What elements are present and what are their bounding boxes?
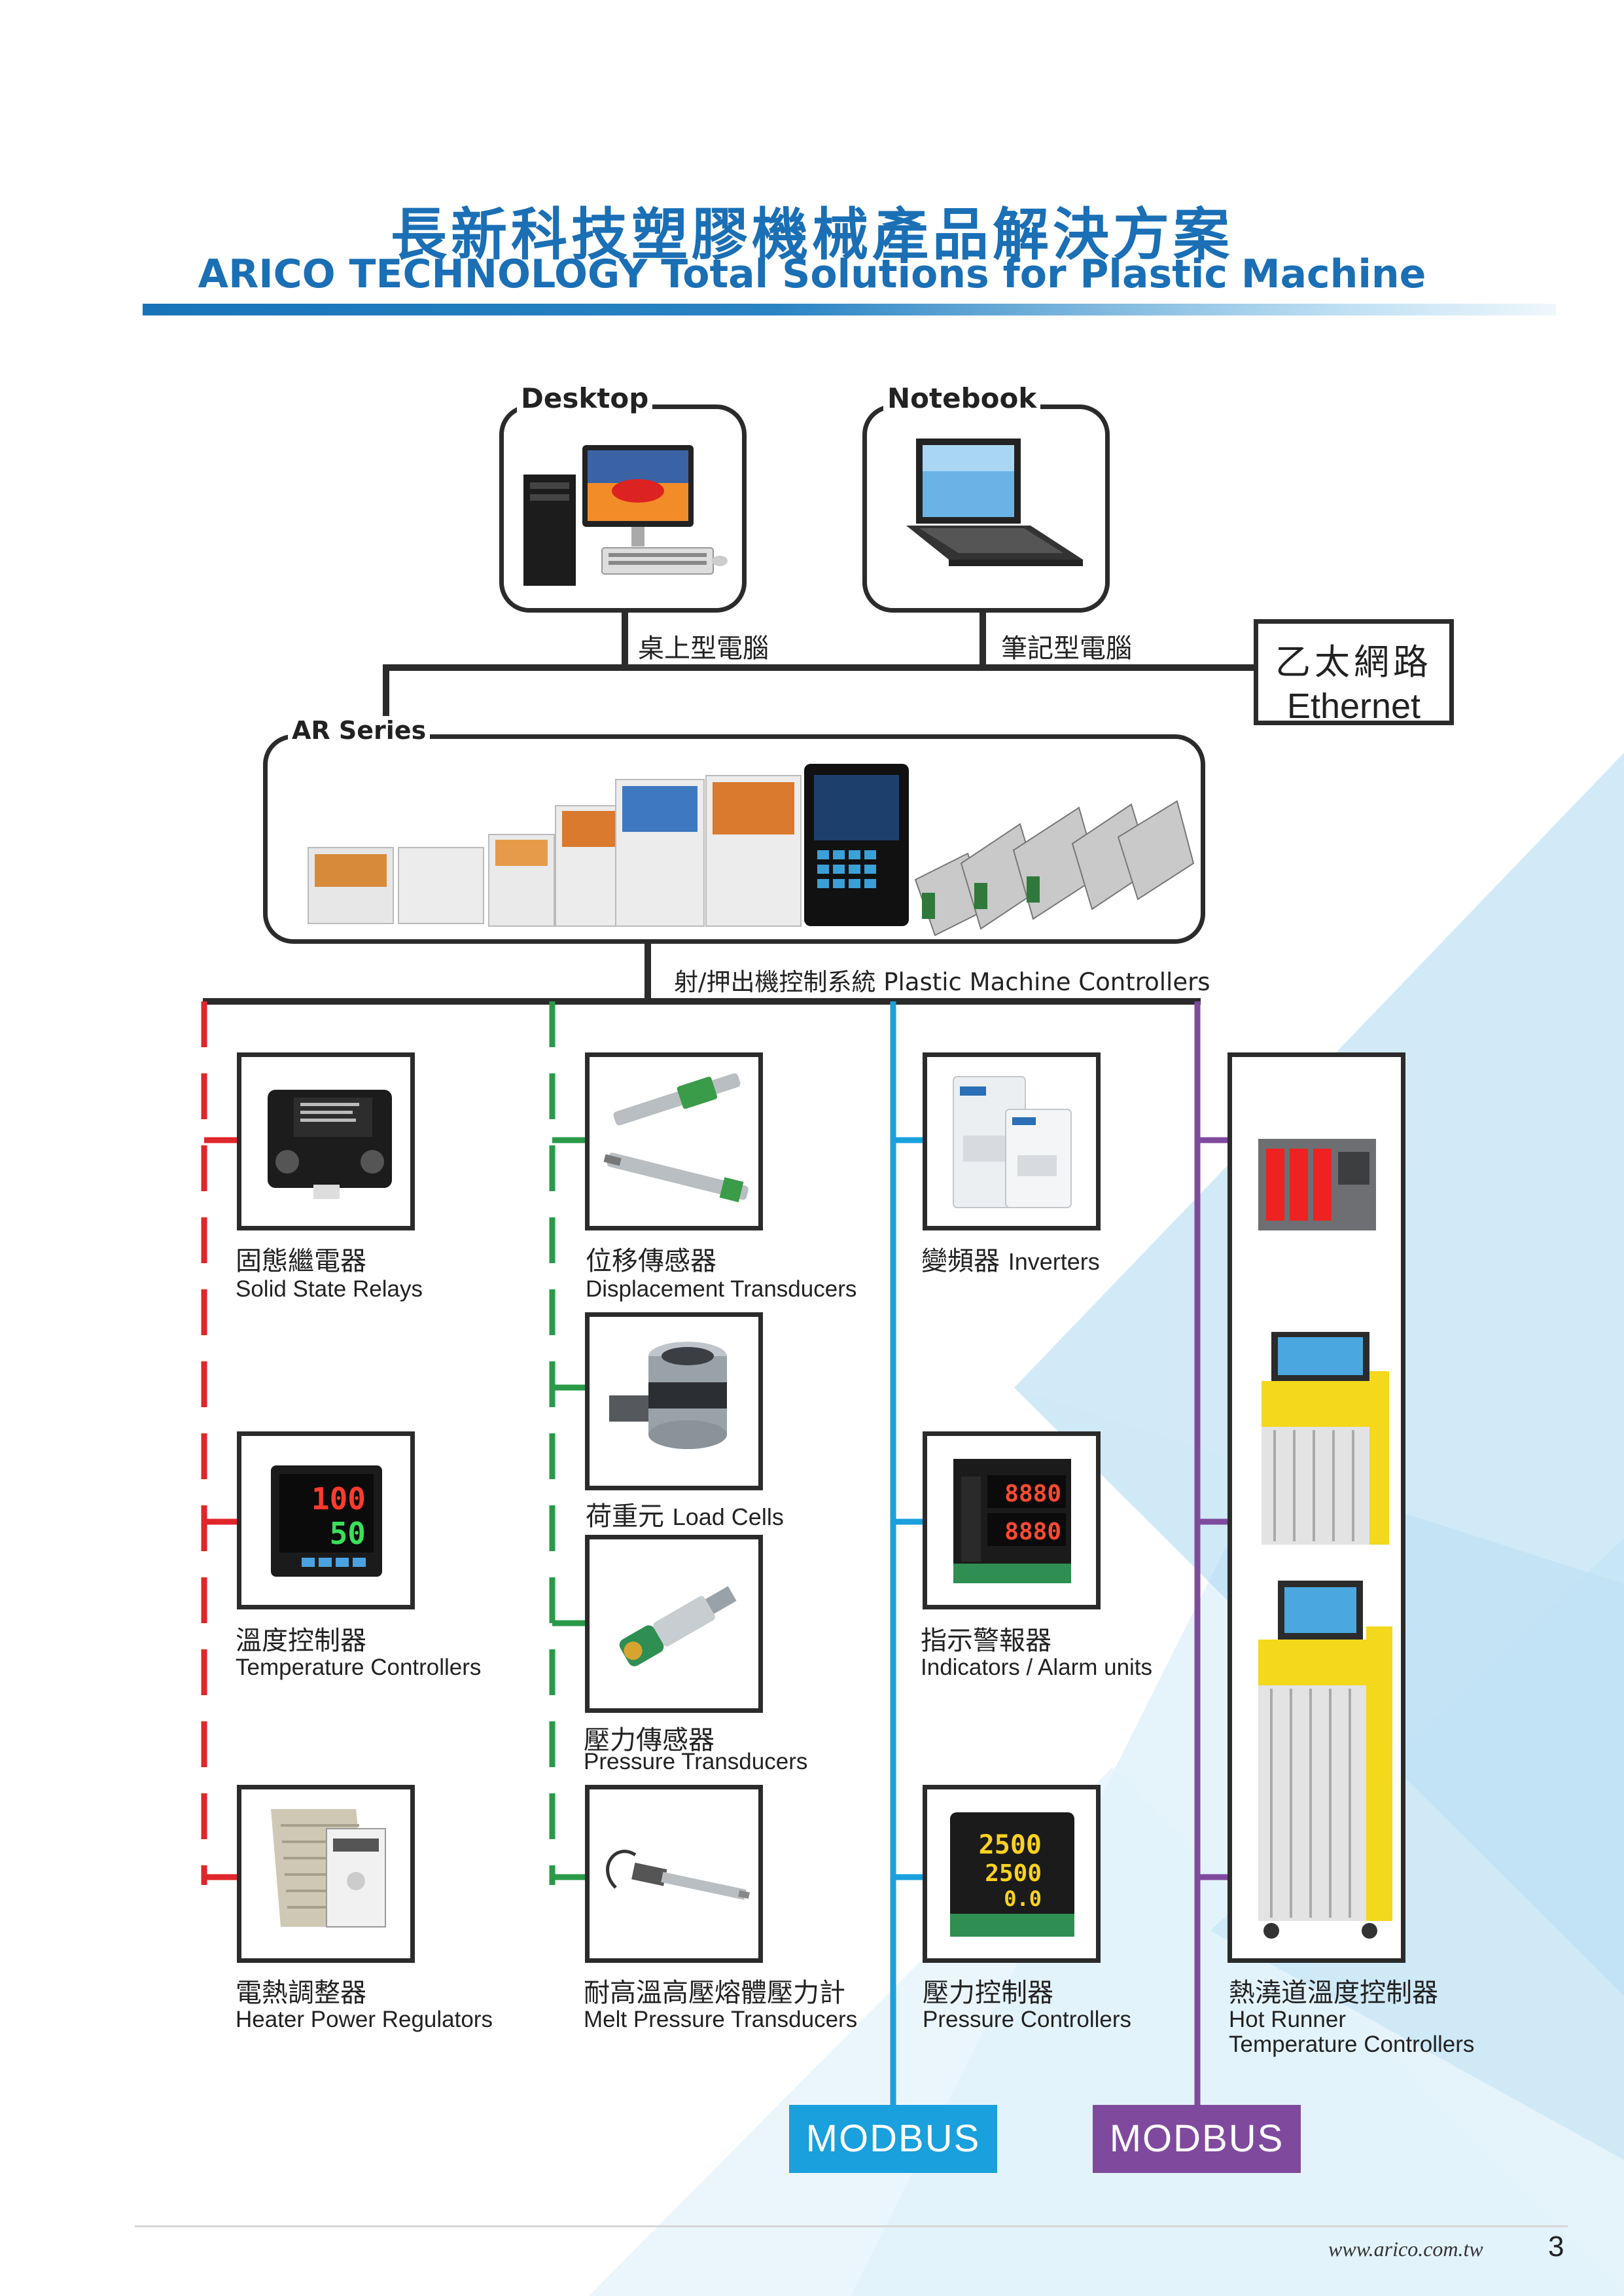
ethernet-en: Ethernet: [1286, 687, 1421, 726]
displacement-transducer-box: [585, 1052, 763, 1230]
indicators-en: Indicators / Alarm units: [921, 1655, 1153, 1680]
notebook-label: Notebook: [883, 382, 1041, 414]
pressure-controller-box: 2500 2500 0.0: [923, 1785, 1101, 1963]
ar-series-label: AR Series: [288, 716, 431, 745]
desktop-caption: 桌上型電腦: [638, 634, 769, 664]
page-title-en: ARICO TECHNOLOGY Total Solutions for Pla…: [198, 251, 1426, 297]
temperature-controllers-en: Temperature Controllers: [236, 1655, 482, 1680]
ar-series-controllers-icon: [308, 764, 1195, 937]
indicator-icon: 8880 8880: [953, 1459, 1071, 1583]
notebook-computer-icon: [906, 439, 1083, 566]
pressure-display-2: 2500: [985, 1860, 1042, 1887]
hot-runner-icon: [1258, 1139, 1392, 1939]
pressure-display-3: 0.0: [1004, 1886, 1042, 1911]
pressure-controllers-en: Pressure Controllers: [923, 2007, 1131, 2032]
load-cells-cn: 荷重元: [586, 1501, 664, 1532]
page-number: 3: [1548, 2231, 1564, 2263]
title-underline-bar: [143, 304, 1556, 315]
footer-url: www.arico.com.tw: [1328, 2237, 1483, 2261]
inverters-cn: 變頻器: [921, 1246, 1000, 1276]
inverters-label: 變頻器 Inverters: [921, 1240, 1100, 1278]
desktop-frame: [499, 404, 747, 613]
heater-regulators-cn: 電熱調整器: [236, 1978, 366, 2008]
pressure-transducer-box: [585, 1535, 763, 1713]
hot-runner-en-2: Temperature Controllers: [1229, 2032, 1475, 2057]
melt-pressure-transducers-en: Melt Pressure Transducers: [584, 2007, 858, 2032]
solid-state-relay-icon: [268, 1090, 392, 1199]
inverter-icon: [953, 1076, 1072, 1208]
modbus-label-blue: MODBUS: [789, 2105, 997, 2173]
temperature-controller-box: 100 50: [237, 1431, 415, 1609]
melt-pressure-transducer-icon: [606, 1850, 750, 1900]
load-cells-label: 荷重元 Load Cells: [586, 1495, 784, 1533]
ethernet-box: 乙太網路 Ethernet: [1254, 619, 1454, 726]
hot-runner-box: [1227, 1052, 1405, 1963]
heater-regulator-icon: [271, 1809, 386, 1928]
displacement-transducers-en: Displacement Transducers: [586, 1276, 857, 1302]
solid-state-relays-en: Solid State Relays: [236, 1276, 423, 1302]
pressure-transducers-cn: 壓力傳感器: [584, 1725, 715, 1755]
temp-display-bottom: 50: [330, 1516, 366, 1551]
inverter-box: [923, 1052, 1101, 1230]
load-cells-en: Load Cells: [672, 1503, 784, 1530]
solid-state-relays-cn: 固態繼電器: [236, 1246, 366, 1276]
page-title-cn: 長新科技塑膠機械產品解決方案: [391, 202, 1233, 268]
temperature-controller-icon: 100 50: [271, 1465, 382, 1577]
hot-runner-en-1: Hot Runner: [1229, 2007, 1346, 2032]
ar-series-caption: 射/押出機控制系統 Plastic Machine Controllers: [674, 968, 1210, 996]
pressure-transducer-icon: [619, 1586, 737, 1666]
pressure-display-1: 2500: [979, 1830, 1042, 1860]
ar-series-frame: [263, 734, 1205, 944]
indicator-display-bottom: 8880: [1004, 1518, 1061, 1545]
notebook-frame: [862, 404, 1110, 613]
displacement-transducer-icon: [603, 1073, 749, 1202]
indicator-display-top: 8880: [1004, 1480, 1061, 1507]
pressure-controller-icon: 2500 2500 0.0: [950, 1812, 1074, 1937]
solid-state-relay-box: [237, 1052, 415, 1230]
load-cell-icon: [609, 1342, 727, 1449]
indicator-box: 8880 8880: [923, 1431, 1101, 1609]
heater-regulators-en: Heater Power Regulators: [236, 2007, 493, 2032]
heater-regulator-box: [237, 1785, 415, 1963]
load-cell-box: [585, 1312, 763, 1490]
desktop-computer-icon: [523, 445, 728, 586]
ethernet-cn: 乙太網路: [1275, 641, 1432, 683]
inverters-en: Inverters: [1008, 1248, 1100, 1275]
notebook-caption: 筆記型電腦: [1001, 634, 1132, 664]
indicators-cn: 指示警報器: [921, 1626, 1051, 1656]
melt-pressure-transducer-box: [585, 1785, 763, 1963]
modbus-label-purple: MODBUS: [1093, 2105, 1301, 2173]
hot-runner-cn: 熱澆道溫度控制器: [1229, 1978, 1438, 2008]
footer-divider: [135, 2225, 1568, 2227]
desktop-label: Desktop: [517, 382, 653, 414]
pressure-controllers-cn: 壓力控制器: [923, 1978, 1053, 2008]
temperature-controllers-cn: 溫度控制器: [236, 1626, 366, 1656]
pressure-transducers-en: Pressure Transducers: [584, 1749, 808, 1774]
displacement-transducers-cn: 位移傳感器: [586, 1246, 716, 1276]
melt-pressure-transducers-cn: 耐高溫高壓熔體壓力計: [584, 1978, 845, 2008]
temp-display-top: 100: [311, 1481, 366, 1516]
